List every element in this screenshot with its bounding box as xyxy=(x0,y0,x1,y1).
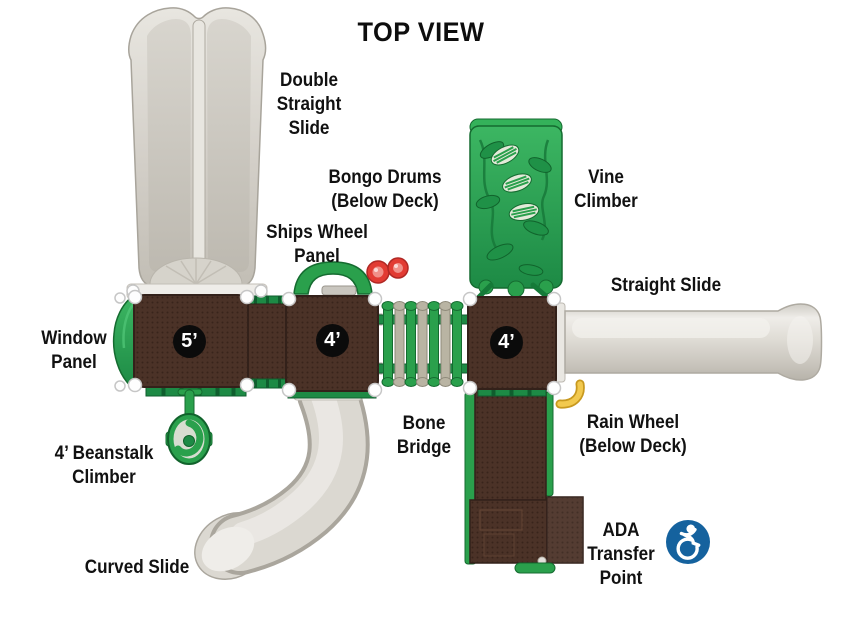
straight-slide-graphic xyxy=(552,302,823,383)
deck-height-badge-5ft: 5’ xyxy=(173,325,206,358)
label-straight-slide: Straight Slide xyxy=(610,275,722,296)
page-title: TOP VIEW xyxy=(357,17,485,47)
curved-slide-graphic xyxy=(194,363,370,580)
label-vine-climber: Vine Climber xyxy=(574,167,638,212)
ada-wheelchair-icon xyxy=(666,520,710,564)
rain-wheel-handle-graphic xyxy=(555,379,585,409)
label-window-panel: Window Panel xyxy=(41,328,107,373)
label-bone-bridge: Bone Bridge xyxy=(396,413,452,458)
deck-height-badge-4ft-right: 4’ xyxy=(490,326,523,359)
connector-deck-graphic xyxy=(245,295,289,389)
label-beanstalk-climber: 4’ Beanstalk Climber xyxy=(54,443,154,488)
label-rain-wheel: Rain Wheel (Below Deck) xyxy=(579,412,687,457)
label-ada-transfer-point: ADA Transfer Point xyxy=(587,520,655,589)
beanstalk-climber-graphic xyxy=(165,388,213,465)
vine-climber-graphic xyxy=(469,118,563,300)
ships-wheel-panel-graphic xyxy=(293,261,373,296)
bone-bridge-graphic xyxy=(375,301,475,387)
deck-height-badge-4ft-middle: 4’ xyxy=(316,324,349,357)
label-bongo-drums: Bongo Drums (Below Deck) xyxy=(328,167,442,212)
ada-accessibility-icon xyxy=(664,518,712,566)
ada-transfer-platform-graphic xyxy=(546,496,584,564)
bongo-drums-graphic xyxy=(366,257,409,284)
double-straight-slide-graphic xyxy=(126,7,268,300)
label-double-straight-slide: Double Straight Slide xyxy=(276,70,342,139)
ramp-walkway-graphic xyxy=(464,387,584,574)
deck-posts-graphic xyxy=(114,284,562,398)
label-ships-wheel-panel: Ships Wheel Panel xyxy=(266,222,368,267)
label-curved-slide: Curved Slide xyxy=(84,557,190,578)
